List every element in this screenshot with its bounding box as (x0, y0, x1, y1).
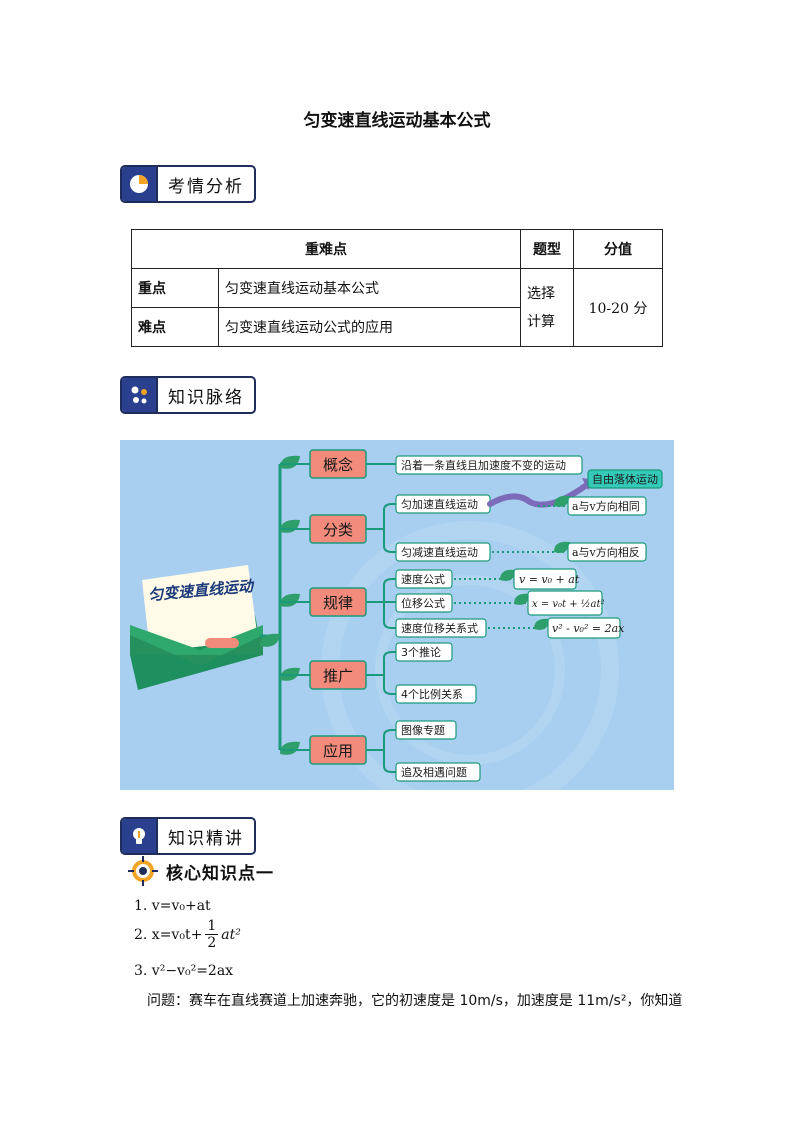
formula-2-tail: at² (221, 926, 241, 943)
formula-3: 3. v²−v₀²=2ax (134, 963, 234, 979)
extension-three: 3个推论 (401, 645, 441, 659)
formula-1: 1. v=v₀+at (134, 898, 211, 914)
row-content-hard: 匀变速直线运动公式的应用 (218, 307, 521, 347)
formula-displacement: x = v₀t + ½at² (532, 599, 604, 610)
section-header-lecture: 知识精讲 (120, 817, 256, 855)
target-icon (128, 856, 158, 886)
network-icon (122, 378, 156, 412)
rule-velocity-displacement: 速度位移关系式 (401, 621, 478, 635)
note-opposite-direction: a与v方向相反 (572, 545, 640, 559)
formula-2-head: 2. x=v₀t+ (134, 926, 203, 943)
note-same-direction: a与v方向相同 (572, 499, 640, 513)
header-type: 题型 (520, 229, 574, 269)
rule-velocity: 速度公式 (401, 572, 445, 586)
class-accelerate: 匀加速直线运动 (401, 497, 478, 511)
lightbulb-icon (122, 819, 156, 853)
formula-velocity: v = v₀ + at (519, 573, 580, 586)
section-title: 考情分析 (156, 167, 254, 201)
section-title: 知识精讲 (156, 819, 254, 853)
fraction-numerator: 1 (207, 918, 217, 934)
branch-application: 应用 (323, 742, 353, 760)
concept-description: 沿着一条直线且加速度不变的运动 (401, 458, 566, 472)
branch-concept: 概念 (323, 456, 353, 474)
fraction-denominator: 2 (205, 934, 219, 951)
fraction-half: 1 2 (205, 918, 219, 951)
score-cell: 10-20 分 (573, 268, 663, 347)
section-header-analysis: 考情分析 (120, 165, 256, 203)
header-score: 分值 (573, 229, 663, 269)
core-knowledge-heading: 核心知识点一 (128, 856, 274, 886)
application-graph: 图像专题 (401, 723, 445, 737)
type-choice: 选择 (527, 285, 555, 302)
branch-classification: 分类 (323, 521, 353, 539)
pie-chart-icon (122, 167, 156, 201)
question-type-cell: 选择 计算 (520, 268, 574, 347)
core-heading-text: 核心知识点一 (166, 863, 274, 884)
rule-displacement: 位移公式 (401, 596, 445, 610)
knowledge-mindmap: 匀变速直线运动 概念 分 (120, 440, 674, 790)
document-title: 匀变速直线运动基本公式 (303, 111, 491, 131)
row-content-key: 匀变速直线运动基本公式 (218, 268, 521, 308)
class-decelerate: 匀减速直线运动 (401, 545, 478, 559)
exam-analysis-table: 重难点 题型 分值 重点 匀变速直线运动基本公式 选择 计算 10-20 分 难… (131, 229, 663, 347)
row-label-key: 重点 (131, 268, 219, 308)
formula-velocity-displacement: v² - v₀² = 2ax (552, 622, 625, 635)
section-title: 知识脉络 (156, 378, 254, 412)
branch-extension: 推广 (323, 667, 353, 685)
section-header-context: 知识脉络 (120, 376, 256, 414)
formula-2: 2. x=v₀t+ 1 2 at² (134, 918, 241, 951)
free-fall-label: 自由落体运动 (592, 472, 658, 486)
header-difficulty: 重难点 (131, 229, 521, 269)
row-label-hard: 难点 (131, 307, 219, 347)
type-calc: 计算 (527, 313, 555, 330)
extension-four: 4个比例关系 (401, 687, 463, 701)
application-pursuit: 追及相遇问题 (401, 765, 467, 779)
envelope-icon (130, 565, 263, 690)
problem-text: 问题：赛车在直线赛道上加速奔驰，它的初速度是 10m/s，加速度是 11m/s²… (147, 993, 683, 1009)
branch-rules: 规律 (323, 594, 353, 612)
